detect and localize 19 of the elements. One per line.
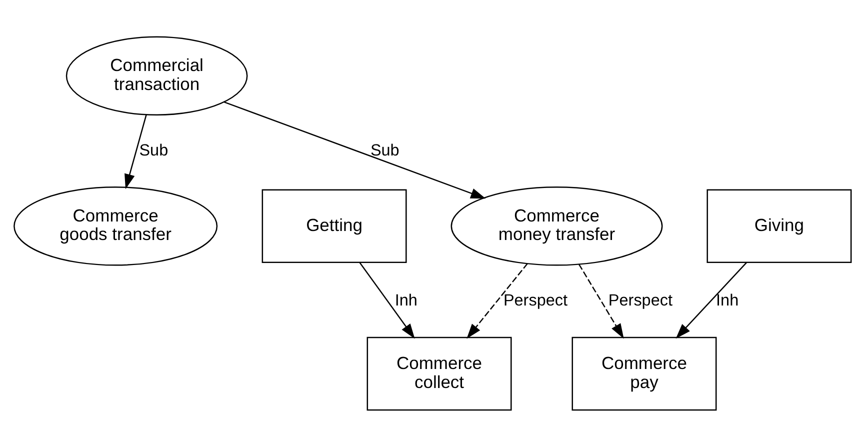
arrow (124, 114, 147, 189)
edge-label: Perspect (608, 291, 673, 310)
arrow (466, 262, 528, 338)
edge-label: Inh (716, 291, 739, 310)
arrow (578, 264, 624, 338)
node-box: Commerce pay (572, 336, 717, 410)
arrow (359, 262, 415, 338)
edge-label: Sub (370, 140, 400, 159)
node-ellipse: Commerce money transfer (450, 186, 663, 266)
node-box: Getting (262, 188, 407, 262)
node-box: Giving (706, 188, 852, 262)
node-box: Commerce collect (366, 336, 512, 410)
edge-label: Perspect (503, 291, 568, 310)
arrow (224, 100, 486, 198)
node-ellipse: Commercial transaction (66, 36, 248, 116)
edge-label: Inh (394, 291, 418, 310)
arrow (676, 262, 747, 338)
node-ellipse: Commerce goods transfer (14, 186, 218, 266)
edge-label: Sub (139, 140, 168, 159)
